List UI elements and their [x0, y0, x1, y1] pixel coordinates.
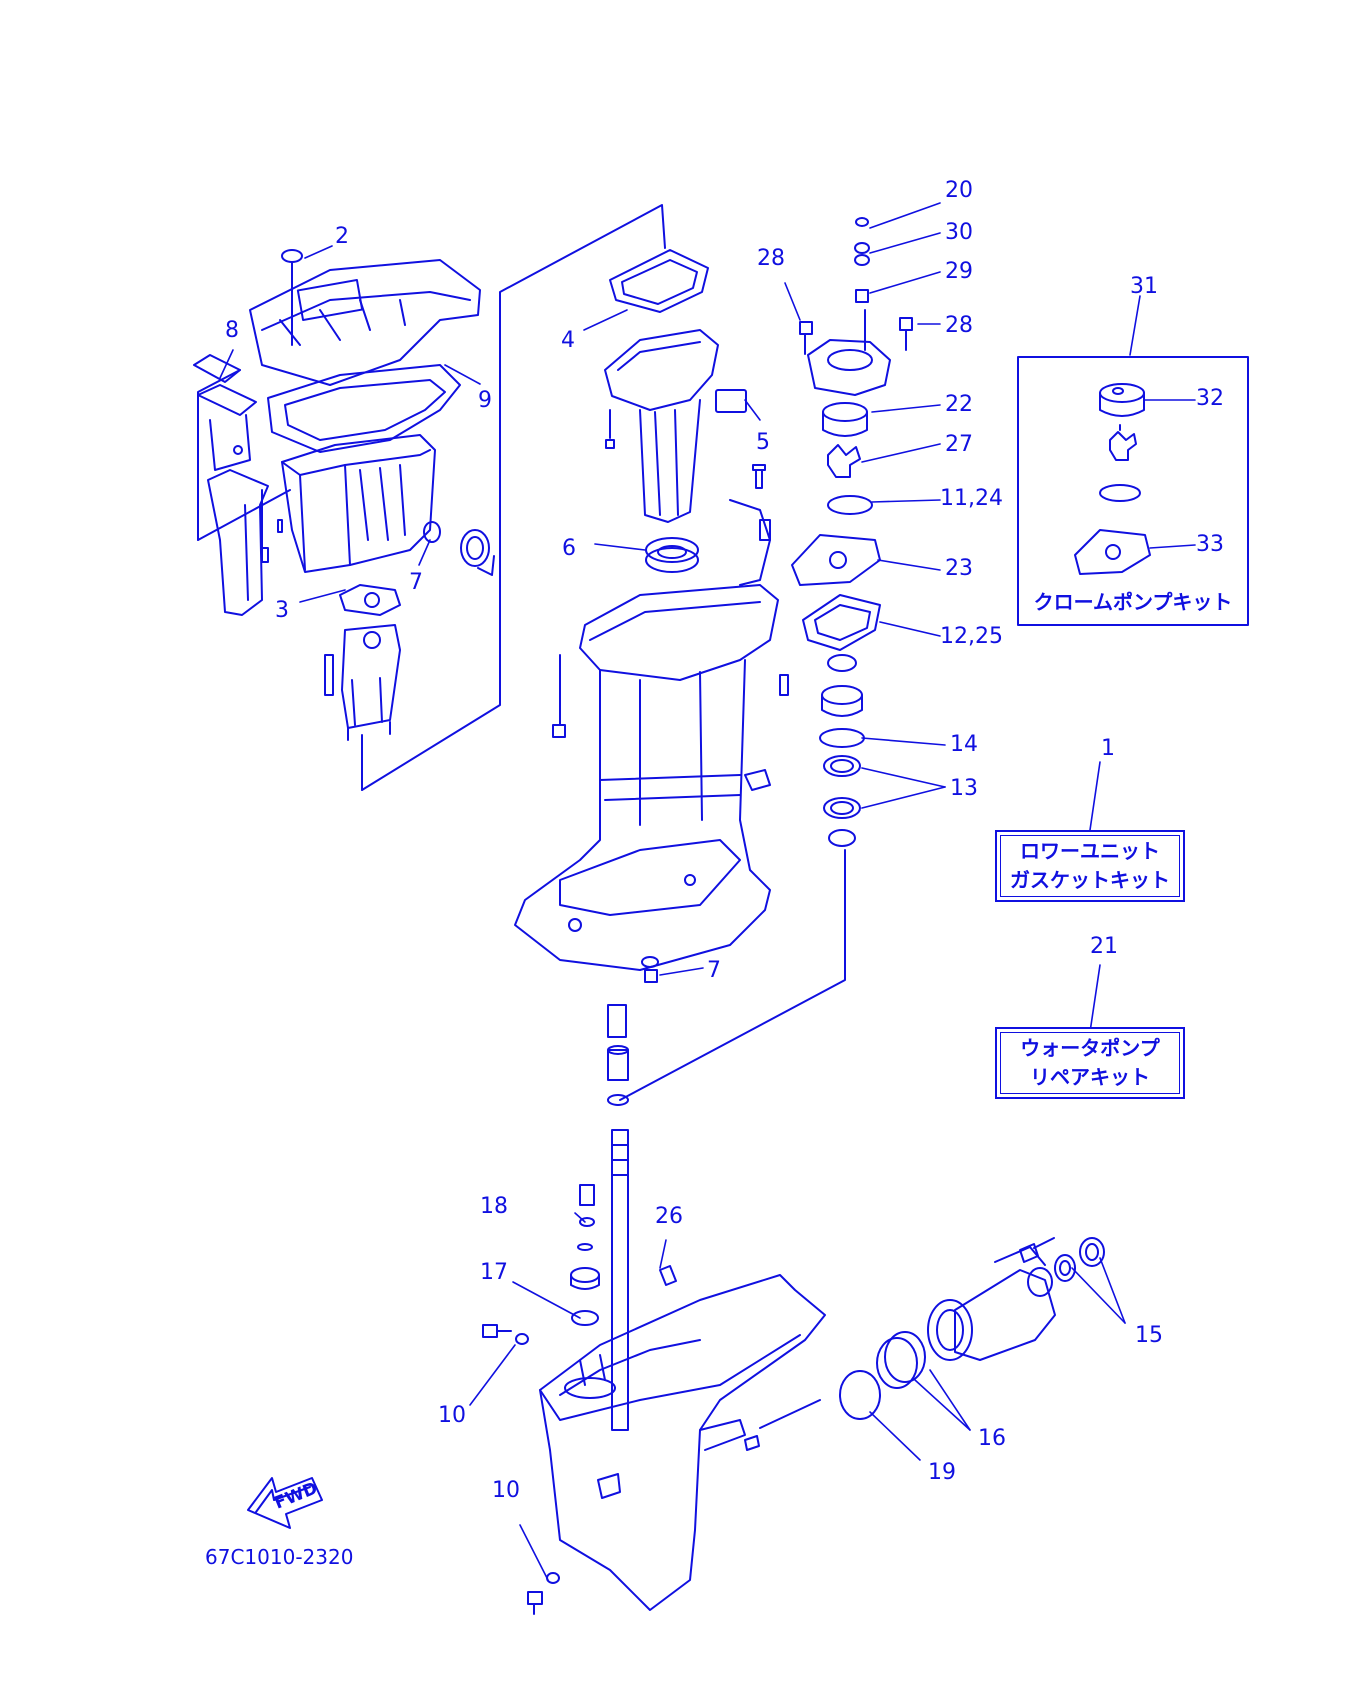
callout-5: 5: [756, 430, 770, 455]
callout-21: 21: [1090, 934, 1118, 959]
callout-7-upper: 7: [409, 570, 423, 595]
callout-32: 32: [1196, 386, 1224, 411]
callout-17: 19: [928, 1460, 956, 1485]
water-pump-repair-kit-line2: リペアキット: [1030, 1065, 1150, 1089]
callout-9: 9: [478, 388, 492, 413]
water-pump-repair-kit-box: ウォータポンプ リペアキット: [995, 1027, 1185, 1099]
water-pump-drawing: [619, 217, 913, 1101]
lower-unit-gasket-kit-line1: ロワーユニット: [1020, 839, 1160, 863]
drive-shaft-housing-drawing: [514, 249, 789, 983]
callout-14: 14: [950, 732, 978, 757]
drive-shaft-drawing: [570, 1004, 677, 1431]
callout-15: 17: [480, 1260, 508, 1285]
chrome-pump-kit-frame: [1017, 356, 1249, 626]
chrome-pump-kit-drawing: [1074, 383, 1151, 575]
callout-22: 22: [945, 392, 973, 417]
callout-10-lower: 10: [492, 1478, 520, 1503]
callout-1: 1: [1101, 736, 1115, 761]
leader-lines: [219, 202, 1196, 1581]
lower-unit-gasket-kit-box: ロワーユニット ガスケットキット: [995, 830, 1185, 902]
callout-29: 29: [945, 259, 973, 284]
callout-30: 30: [945, 220, 973, 245]
callout-18: 16: [978, 1426, 1006, 1451]
water-pump-repair-kit-line1: ウォータポンプ: [1020, 1036, 1160, 1060]
callout-6: 6: [562, 536, 576, 561]
callout-33: 33: [1196, 532, 1224, 557]
callout-27: 27: [945, 432, 973, 457]
chrome-pump-kit-label: クロームポンプキット: [1033, 590, 1233, 614]
gear-case-drawing: [482, 1274, 826, 1615]
lower-unit-gasket-kit-line2: ガスケットキット: [1010, 868, 1170, 892]
callout-13: 13: [950, 776, 978, 801]
callout-26: 26: [655, 1204, 683, 1229]
callout-31: 31: [1130, 274, 1158, 299]
callout-7-lower: 7: [707, 958, 721, 983]
callout-20: 20: [945, 178, 973, 203]
callout-3: 3: [275, 598, 289, 623]
callout-16: 18: [480, 1194, 508, 1219]
fwd-arrow-icon: [247, 1477, 323, 1529]
callout-11-24: 11,24: [940, 486, 1003, 511]
upper-casing-drawing: [193, 204, 666, 791]
callout-8: 8: [225, 318, 239, 343]
callout-23: 23: [945, 556, 973, 581]
part-code: 67C1010-2320: [205, 1545, 354, 1569]
callout-12-25: 12,25: [940, 624, 1003, 649]
callout-2: 2: [335, 224, 349, 249]
callout-19: 15: [1135, 1323, 1163, 1348]
callout-4: 4: [561, 328, 575, 353]
callout-10-upper: 10: [438, 1403, 466, 1428]
callout-28-left: 28: [757, 246, 785, 271]
prop-shaft-housing-drawing: [839, 1237, 1105, 1420]
callout-28-right: 28: [945, 313, 973, 338]
